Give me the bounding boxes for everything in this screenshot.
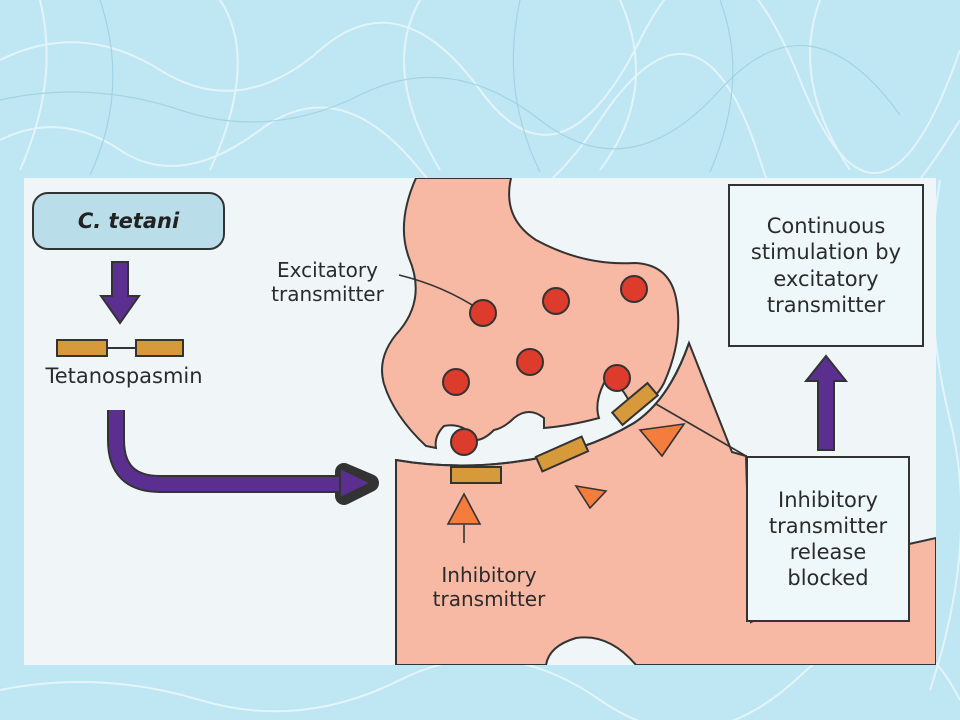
blocked-box: Inhibitory transmitter release blocked [746,456,910,622]
vesicle [516,348,544,376]
excitatory-label: Excitatory transmitter [271,258,384,307]
vesicle [442,368,470,396]
vesicle [450,428,478,456]
excitatory-vesicles [442,275,648,456]
toxin-heavy-chain [135,339,184,357]
toxin-block [534,435,590,473]
toxin-block [450,466,502,484]
vesicle [542,287,570,315]
up-arrow-icon [803,354,849,451]
curved-arrow-head-icon [339,466,374,500]
inhibitory-triangles [446,422,686,525]
toxin-blocks [450,381,660,484]
inhibitory-triangle [638,422,686,458]
vesicle [469,299,497,327]
toxin-light-chain [56,339,108,357]
tetanus-mechanism-diagram: C. tetani Tetanospasmin Excitatory trans… [24,178,936,665]
vesicle [603,364,631,392]
toxin-label: Tetanospasmin [45,364,203,388]
toxin-block [610,381,660,427]
result-box: Continuous stimulation by excitatory tra… [728,184,924,347]
source-label: C. tetani [32,192,225,250]
down-arrow-icon [99,261,141,325]
vesicle [620,275,648,303]
toxin-leader-line [655,403,747,457]
inhibitory-triangle [574,484,608,510]
inhibitory-triangle [446,492,482,525]
inhibitory-label: Inhibitory transmitter [432,563,546,612]
